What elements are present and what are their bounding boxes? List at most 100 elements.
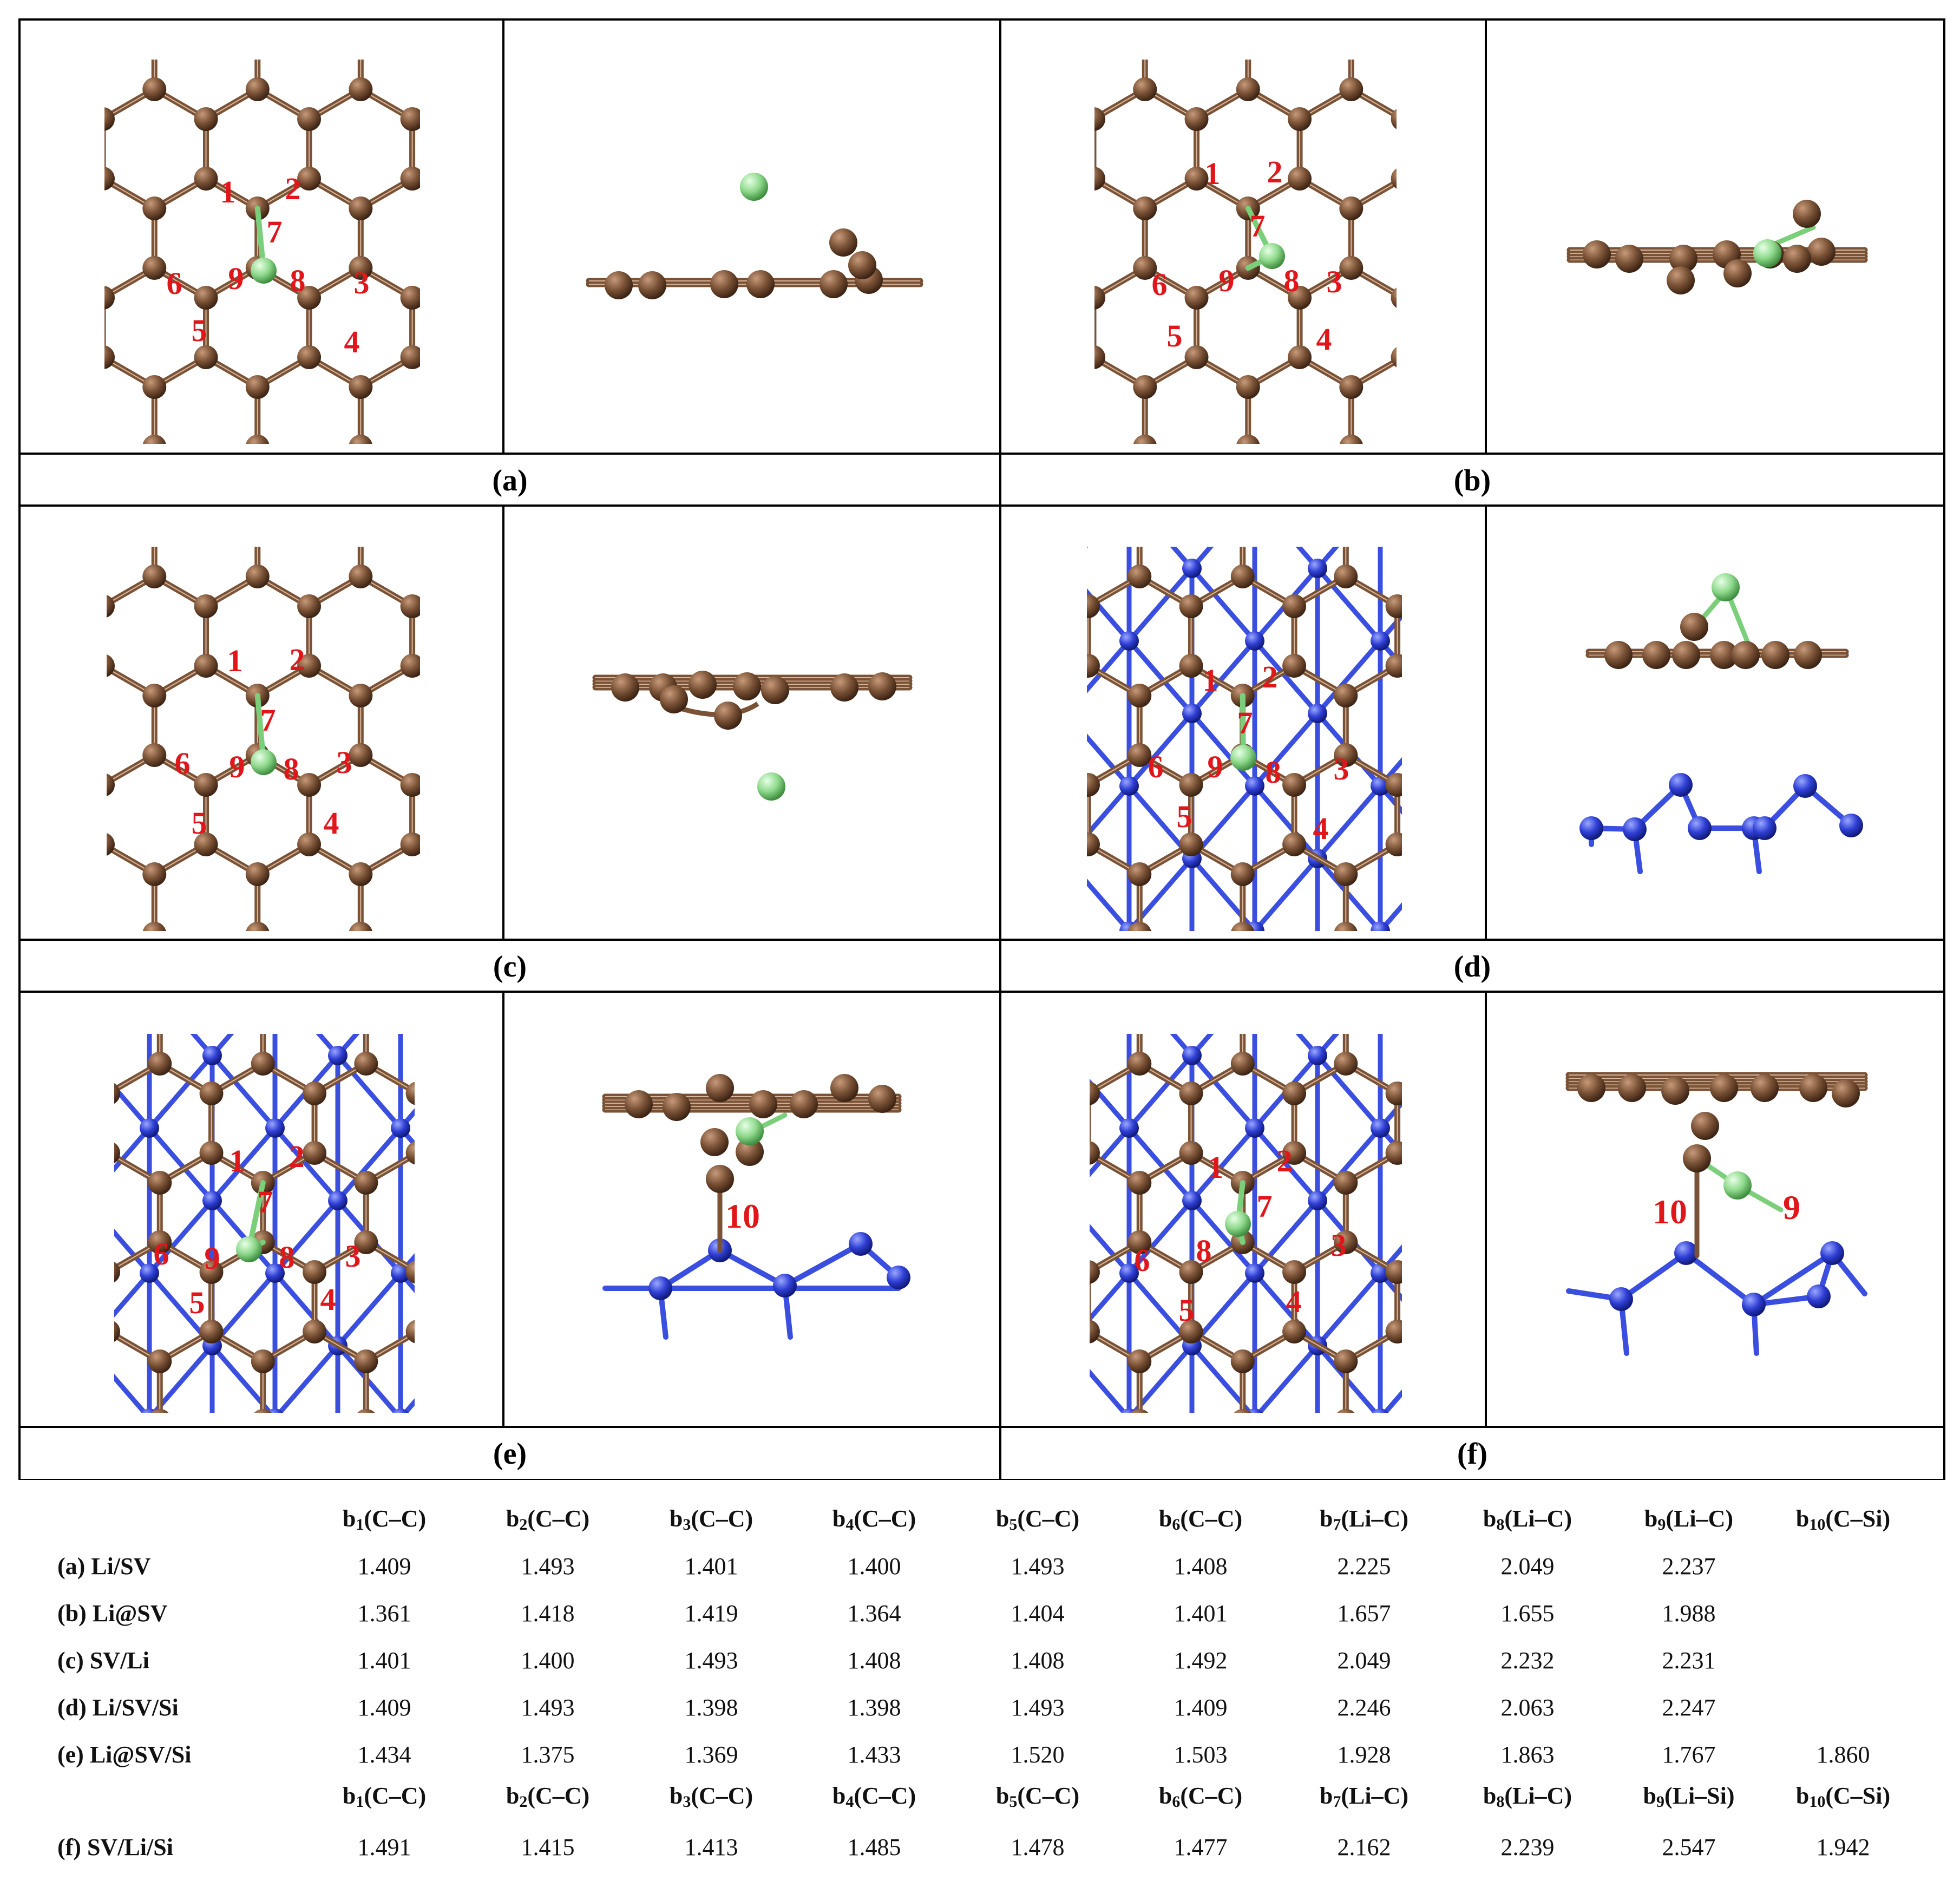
silicon-atom (1057, 1046, 1076, 1065)
bond (464, 89, 515, 119)
column-header: b7(Li–C) (1283, 1772, 1445, 1826)
bond (567, 1112, 618, 1142)
carbon-atom (555, 196, 579, 220)
carbon-atom (607, 952, 631, 975)
bond (103, 536, 154, 566)
bond (24, 1273, 87, 1346)
silicon-atom (1674, 1241, 1698, 1265)
bond-highlight (418, 1242, 469, 1272)
carbon-atom (1385, 833, 1402, 856)
bond-highlight (258, 447, 309, 476)
bond-highlight (1449, 844, 1500, 874)
bond (1037, 974, 1088, 1004)
carbon-atom (1184, 167, 1209, 191)
silicon-atom (1433, 1336, 1453, 1355)
bond-highlight (985, 487, 1036, 517)
carbon-atom (1592, 773, 1616, 797)
header-symbol: b (1319, 1505, 1333, 1532)
bond (104, 116, 106, 122)
bond-highlight (515, 844, 567, 874)
atom-label-9: 9 (1783, 1188, 1800, 1227)
bond (1004, 1056, 1066, 1128)
carbon-atom (1489, 1011, 1512, 1035)
bond-highlight (360, 487, 412, 517)
table-cell: 1.520 (1011, 1741, 1065, 1768)
table-cell: 2.063 (1500, 1694, 1555, 1721)
bond (1683, 1250, 1756, 1307)
carbon-atom (452, 18, 476, 42)
bond (515, 844, 567, 874)
carbon-atom (820, 270, 848, 298)
bond (402, 1398, 415, 1413)
carbon-atom (1494, 107, 1518, 131)
carbon-atom (1133, 435, 1157, 444)
carbon-atom (1618, 1074, 1646, 1102)
bond-highlight (1449, 1112, 1500, 1142)
bond-highlight (1449, 666, 1500, 696)
carbon-atom (555, 1100, 579, 1124)
carbon-atom (1661, 1077, 1689, 1105)
bond (1170, 1034, 1195, 1058)
bond-highlight (1191, 1112, 1243, 1142)
carbon-atom (45, 1409, 69, 1433)
bond-highlight (990, 536, 1041, 566)
carbon-atom (297, 464, 321, 488)
silicon-atom (1057, 994, 1076, 1013)
bond (1087, 733, 1132, 789)
bond (1449, 1332, 1500, 1361)
carbon-atom (1236, 435, 1260, 444)
carbon-atom (1339, 196, 1364, 220)
carbon-atom (194, 773, 218, 797)
table-cell: 2.239 (1500, 1834, 1555, 1860)
row-label: (e) Li@SV/Si (57, 1741, 192, 1768)
lithium-atom (740, 173, 768, 201)
carbon-atom (1597, 464, 1621, 488)
table-cell: 1.433 (847, 1741, 901, 1768)
bond (1252, 856, 1320, 931)
bond (335, 1125, 403, 1203)
header-bond-type: (C–Si) (1825, 1505, 1891, 1532)
bond (1500, 1112, 1552, 1142)
table-cell: 1.942 (1816, 1834, 1870, 1860)
carbon-atom (1540, 1052, 1564, 1076)
carbon-atom (503, 773, 527, 797)
bond (1315, 856, 1383, 931)
carbon-atom (245, 862, 270, 886)
bond (1380, 496, 1443, 568)
carbon-atom (0, 167, 11, 191)
bond-highlight (515, 398, 567, 428)
bond-highlight (572, 1242, 624, 1272)
header-symbol: b (1795, 1505, 1810, 1532)
carbon-atom (555, 862, 579, 886)
bond (51, 447, 103, 476)
bond (1454, 268, 1506, 298)
carbon-atom (40, 196, 63, 220)
carbon-atom (452, 684, 476, 707)
carbon-atom (1288, 464, 1312, 488)
bond (1090, 1223, 1132, 1276)
carbon-atom (1334, 684, 1358, 707)
carbon-atom (1288, 524, 1312, 548)
caption-b: (b) (1454, 464, 1491, 497)
header-bond-type: (C–C) (1180, 1505, 1243, 1532)
bond (1618, 1250, 1689, 1302)
bond (209, 1053, 278, 1131)
bond-highlight (57, 885, 108, 915)
bond (1088, 1023, 1139, 1053)
silicon-atom (1820, 1241, 1844, 1265)
carbon-atom (503, 1130, 527, 1154)
bond (567, 398, 618, 428)
bond (1345, 930, 1347, 931)
carbon-atom (1087, 654, 1100, 678)
carbon-atom (503, 594, 527, 618)
bond (1403, 625, 1454, 655)
bond-highlight (1243, 974, 1294, 1004)
bond (515, 89, 567, 119)
bond (401, 983, 463, 1056)
bond (1090, 1125, 1132, 1178)
bond (57, 885, 108, 915)
bond (1295, 1034, 1320, 1058)
atom-label-3: 3 (1331, 1228, 1347, 1263)
silicon-atom (1688, 816, 1712, 840)
